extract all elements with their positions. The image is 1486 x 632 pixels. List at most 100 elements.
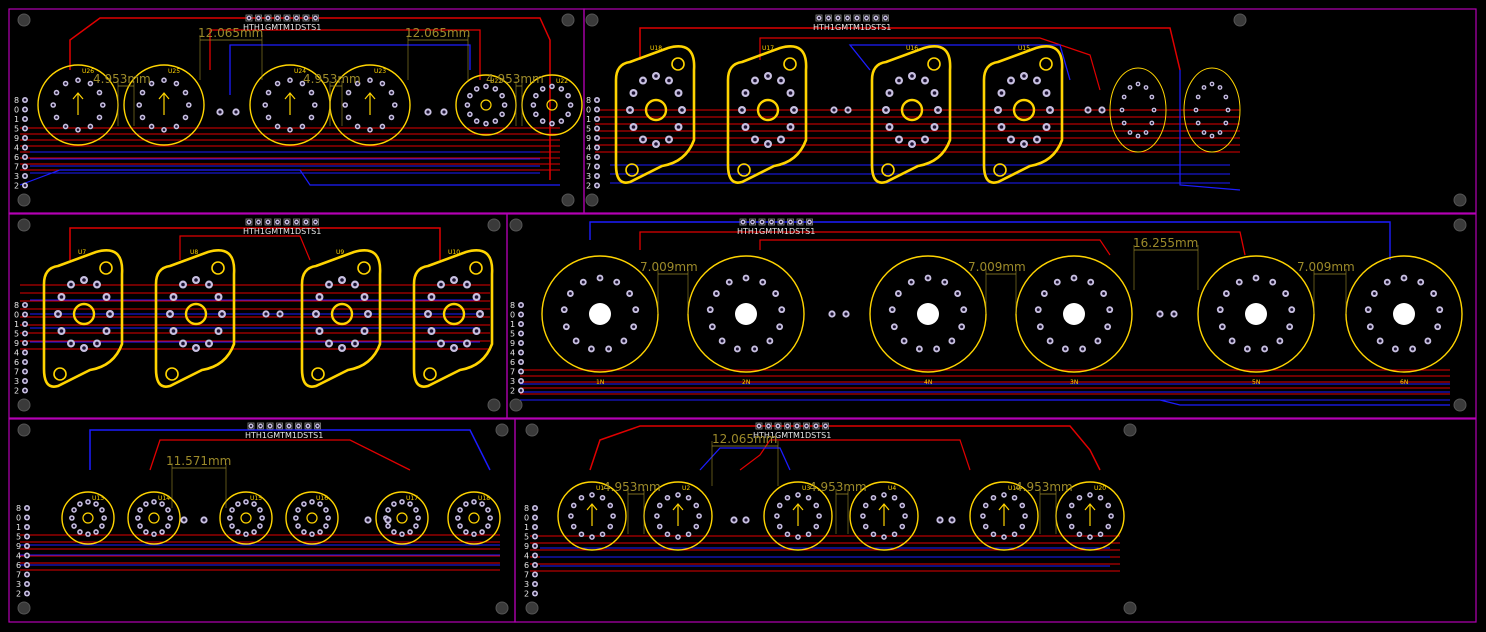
- pad-hole: [59, 329, 64, 333]
- orientation-arrowhead: [284, 92, 296, 100]
- pad-hole: [475, 119, 478, 123]
- header-pin-frame: [834, 14, 842, 22]
- pad-hole: [100, 524, 104, 528]
- mounting-hole: [1453, 398, 1467, 412]
- pad-hole: [1086, 108, 1090, 112]
- top-trace: [739, 439, 971, 471]
- header-pin-frame: [293, 218, 300, 226]
- pad-hole: [69, 341, 73, 346]
- side-digit-label: 3: [14, 172, 19, 181]
- board-2-outline: [583, 8, 1477, 214]
- tube-outline: [557, 481, 627, 551]
- pad-hole: [175, 125, 178, 128]
- pad-hole: [1202, 86, 1206, 89]
- tube-label: U15: [250, 495, 262, 502]
- pad-hole: [735, 347, 739, 351]
- pad-hole: [234, 110, 238, 114]
- socket-ear-hole: [423, 367, 437, 381]
- pad-hole: [390, 116, 393, 119]
- pad-hole: [314, 312, 318, 316]
- pad-hole: [51, 103, 55, 107]
- side-digit-label: 5: [510, 330, 515, 339]
- pad-hole: [1013, 532, 1016, 536]
- pad-hole: [654, 74, 658, 78]
- tube-label: 2N: [742, 379, 750, 386]
- pad-hole: [23, 303, 27, 307]
- side-digit-label: 0: [14, 106, 19, 115]
- pad-hole: [778, 325, 782, 329]
- pad-hole: [1411, 347, 1415, 351]
- side-digit-label: 5: [524, 533, 529, 542]
- pad-hole: [466, 103, 469, 107]
- board-4-outline: [506, 213, 1477, 419]
- pad-hole: [766, 74, 770, 78]
- pad-hole: [788, 91, 793, 95]
- pad-hole: [366, 518, 370, 522]
- board-outlines: [8, 8, 1477, 623]
- small-tube: U17: [375, 491, 429, 545]
- pad-hole: [89, 82, 92, 85]
- pad-hole: [720, 339, 724, 343]
- pad-hole: [368, 78, 372, 82]
- pad-hole: [55, 91, 58, 94]
- pad-hole: [1172, 312, 1176, 316]
- top-trace: [69, 17, 551, 180]
- tube-label: U13: [92, 495, 104, 502]
- small-tube: U13: [61, 491, 115, 545]
- socket-tube: U8: [154, 249, 236, 388]
- pad-hole: [566, 113, 570, 116]
- pad-hole: [607, 347, 611, 351]
- top-trace: [209, 29, 481, 80]
- pad-hole: [562, 308, 566, 312]
- header-pin-frame: [784, 422, 791, 430]
- side-digit-label: 8: [16, 504, 21, 513]
- pad-hole: [767, 424, 770, 428]
- pad-hole: [288, 128, 292, 132]
- pad-hole: [909, 280, 913, 284]
- pad-hole: [1070, 525, 1074, 528]
- pad-hole: [168, 312, 172, 316]
- pad-hole: [326, 516, 330, 520]
- header-pin-frame: [796, 218, 804, 226]
- pad-hole: [580, 532, 583, 536]
- header-label: HTH1GMTM1DSTS1: [243, 23, 321, 32]
- pad-hole: [892, 325, 896, 329]
- mounting-hole: [17, 601, 31, 615]
- pad-hole: [1218, 86, 1222, 89]
- pad-hole: [362, 329, 367, 333]
- pad-hole: [366, 312, 370, 316]
- bottom-trace: [848, 44, 1071, 81]
- pad-hole: [1136, 82, 1140, 86]
- pad-hole: [390, 91, 393, 94]
- pad-hole: [23, 322, 27, 326]
- header-label: HTH1GMTM1DSTS1: [245, 431, 323, 440]
- pad-hole: [150, 82, 153, 85]
- pad-hole: [956, 292, 960, 296]
- pad-hole: [1020, 504, 1024, 507]
- socket-outline: [870, 45, 952, 184]
- pad-hole: [295, 220, 298, 224]
- side-digit-label: 4: [524, 552, 529, 561]
- pad-hole: [175, 82, 178, 85]
- pad-hole: [452, 346, 456, 350]
- tube-label: U16: [316, 495, 328, 502]
- side-digit-label: 5: [14, 125, 19, 134]
- pad-hole: [569, 103, 572, 107]
- header-pin-frame: [739, 218, 747, 226]
- pad-hole: [285, 220, 289, 224]
- dimension-value: 12.065mm: [198, 26, 263, 40]
- pad-hole: [743, 125, 748, 129]
- pad-hole: [926, 276, 930, 280]
- pad-hole: [519, 313, 523, 316]
- socket-outline: [412, 249, 494, 388]
- pad-hole: [910, 74, 914, 78]
- header-pin-frame: [283, 14, 291, 22]
- pad-hole: [932, 91, 937, 95]
- header-pin-frame: [245, 218, 253, 226]
- pad-hole: [744, 518, 748, 522]
- pad-hole: [98, 91, 101, 94]
- pad-hole: [589, 347, 593, 351]
- pad-hole: [581, 280, 585, 284]
- pad-hole: [194, 346, 198, 350]
